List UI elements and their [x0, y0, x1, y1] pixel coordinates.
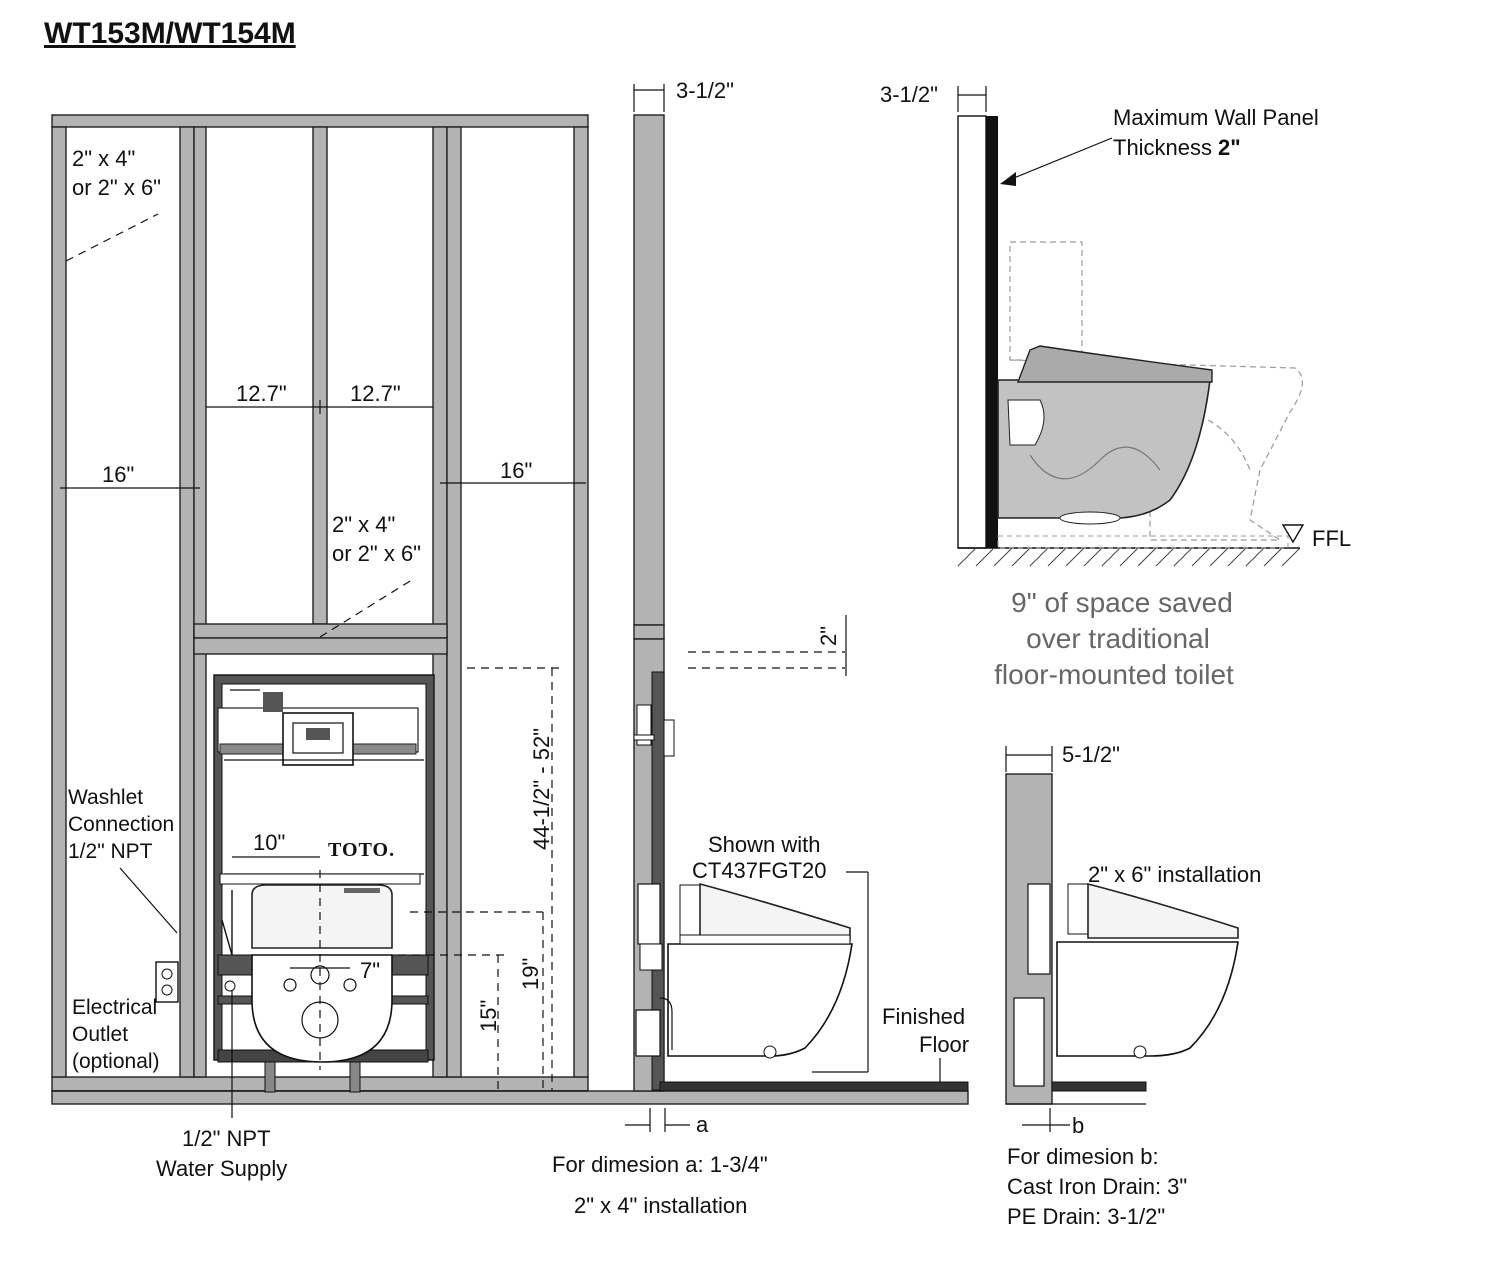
water-supply-2: Water Supply: [156, 1156, 287, 1181]
dim-flush-height: 44-1/2" - 52": [529, 728, 554, 850]
water-supply-1: 1/2" NPT: [182, 1126, 271, 1151]
dim-10: 10": [253, 830, 285, 855]
dim-spacing-right: 16": [500, 458, 532, 483]
washlet-connection-2: Connection: [68, 813, 174, 836]
side-view-2x6: [1005, 746, 1239, 1132]
lumber-label-top-2: or 2" x 6": [72, 175, 161, 200]
electrical-outlet-1: Electrical: [72, 996, 157, 1019]
floor-slab: [51, 1090, 969, 1105]
front-toilet: [251, 870, 393, 1070]
dim-7: 7": [360, 958, 380, 983]
lumber-label-mid-2: or 2" x 6": [332, 541, 421, 566]
panel-value: 2": [1218, 135, 1241, 160]
washlet-connection-1: Washlet: [68, 786, 143, 809]
dim-wall-2x6: 5-1/2": [1062, 742, 1120, 767]
savings-line-3: floor-mounted toilet: [994, 659, 1234, 690]
drawing-title: WT153M/WT154M: [44, 17, 296, 50]
finished-floor-2: Floor: [919, 1032, 969, 1057]
caption-b-3: PE Drain: 3-1/2": [1007, 1204, 1165, 1229]
dim-b: b: [1072, 1113, 1084, 1138]
dim-wall-2x4: 3-1/2": [676, 78, 734, 103]
side-view-2x4: [625, 84, 969, 1132]
dim-19: 19": [518, 958, 543, 990]
lumber-label-mid-1: 2" x 4": [332, 512, 395, 537]
header-lower: [193, 637, 448, 655]
dim-a: a: [696, 1112, 709, 1137]
electrical-outlet-2: Outlet: [72, 1023, 128, 1046]
stud-1: [51, 126, 67, 1078]
electrical-outlet-3: (optional): [72, 1050, 160, 1073]
comparison-view: [957, 86, 1305, 567]
lumber-label-top-1: 2" x 4": [72, 146, 135, 171]
front-framing: [51, 114, 969, 1105]
washlet-connection-3: 1/2" NPT: [68, 840, 153, 863]
bottom-plate: [51, 1076, 589, 1092]
shown-with-1: Shown with: [708, 832, 821, 857]
panel-label: Maximum Wall Panel: [1113, 105, 1319, 130]
dim-2: 2": [816, 626, 841, 646]
header-upper: [193, 623, 448, 639]
stud-5: [446, 126, 462, 1078]
savings-line-2: over traditional: [1026, 623, 1210, 654]
dim-wall-comparison: 3-1/2": [880, 82, 938, 107]
caption-install-2x4: 2" x 4" installation: [574, 1193, 747, 1218]
dim-stud-gap-left: 12.7": [236, 381, 287, 406]
stud-center: [312, 126, 328, 625]
caption-b-2: Cast Iron Drain: 3": [1007, 1174, 1187, 1199]
caption-b-1: For dimesion b:: [1007, 1144, 1159, 1169]
floor-hatch: [957, 547, 1301, 567]
dim-15: 15": [476, 1000, 501, 1032]
top-plate: [51, 114, 589, 128]
dim-stud-gap-right: 12.7": [350, 381, 401, 406]
ffl-label: FFL: [1312, 526, 1351, 551]
finished-floor-1: Finished: [882, 1004, 965, 1029]
panel-label-2-text: Thickness: [1113, 135, 1212, 160]
shown-with-2: CT437FGT20: [692, 858, 827, 883]
front-dimensions: [60, 213, 586, 1118]
stud-4: [432, 126, 448, 1078]
savings-line-1: 9" of space saved: [1011, 587, 1233, 618]
stud-3: [193, 126, 207, 1078]
stud-2: [179, 126, 195, 1078]
install-label-2x6: 2" x 6" installation: [1088, 862, 1261, 887]
dim-spacing-left: 16": [102, 462, 134, 487]
brand-logo: TOTO.: [328, 839, 395, 861]
stud-6: [573, 126, 589, 1078]
caption-a: For dimesion a: 1-3/4": [552, 1152, 768, 1177]
electrical-outlet-icon: [155, 961, 179, 1003]
